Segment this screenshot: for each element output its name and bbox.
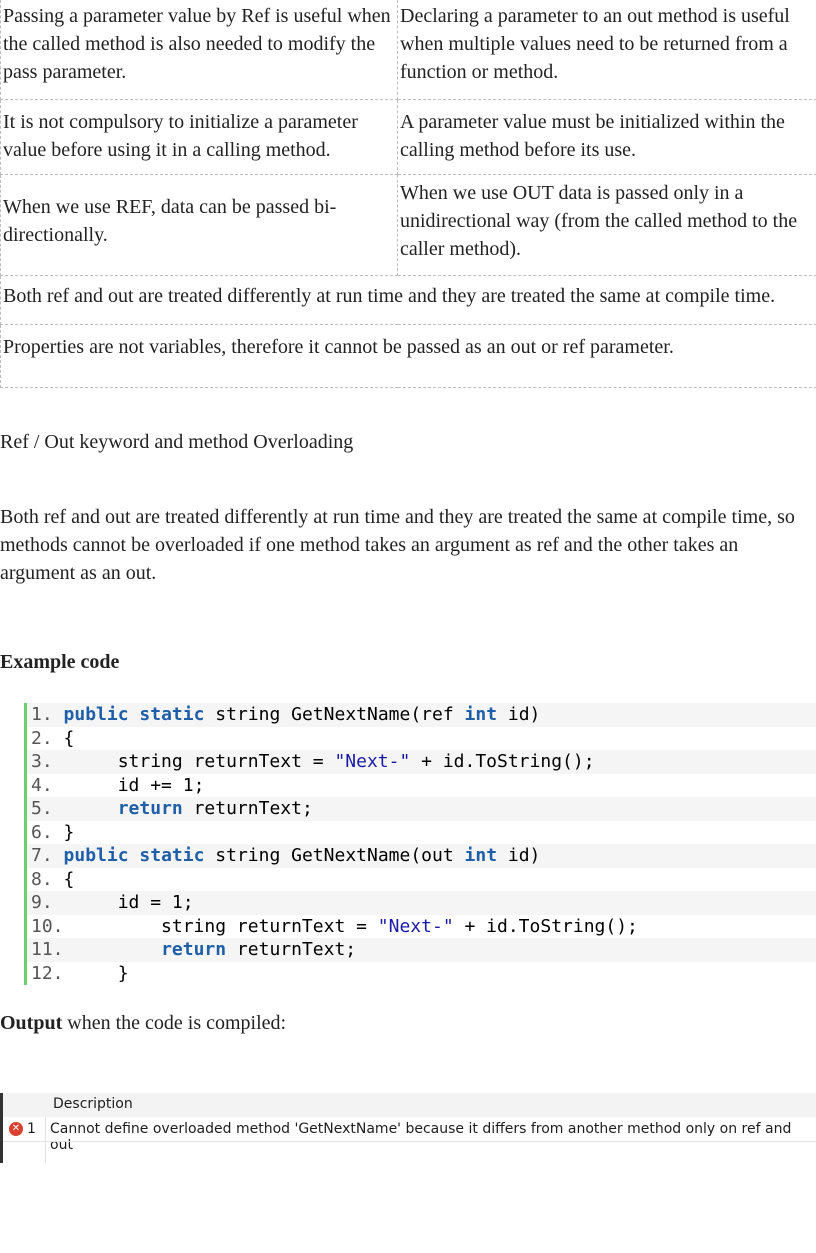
- line-number: 4.: [31, 774, 53, 796]
- line-number: 6.: [31, 821, 53, 843]
- row-divider: [3, 1141, 816, 1142]
- code-line: 3. string returnText = "Next-" + id.ToSt…: [27, 750, 816, 774]
- code-line: 9. id = 1;: [27, 891, 816, 915]
- code-line: 1. public static string GetNextName(ref …: [27, 703, 816, 727]
- line-number: 8.: [31, 868, 53, 890]
- panel-edge: [0, 1093, 3, 1163]
- error-number: 1: [27, 1121, 36, 1137]
- code-line: 5. return returnText;: [27, 797, 816, 821]
- code-line: 11. return returnText;: [27, 938, 816, 962]
- error-list-header[interactable]: Description: [3, 1093, 816, 1117]
- table-cell: It is not compulsory to initialize a par…: [0, 99, 398, 175]
- error-icon: ✕: [9, 1122, 23, 1136]
- code-line: 8. {: [31, 868, 75, 890]
- ref-out-comparison-table: Passing a parameter value by Ref is usef…: [0, 0, 816, 388]
- table-cell: Properties are not variables, therefore …: [0, 324, 816, 388]
- error-row[interactable]: ✕ 1 Cannot define overloaded method 'Get…: [3, 1119, 816, 1153]
- overloading-paragraph: Both ref and out are treated differently…: [0, 506, 795, 584]
- line-number: 7.: [31, 845, 53, 866]
- line-number: 10.: [31, 915, 64, 937]
- output-caption-text: when the code is compiled:: [62, 1012, 287, 1034]
- code-line: 2. {: [31, 727, 75, 749]
- table-cell: Declaring a parameter to an out method i…: [397, 0, 816, 100]
- table-cell: A parameter value must be initialized wi…: [397, 99, 816, 175]
- section-heading: Ref / Out keyword and method Overloading: [0, 431, 354, 453]
- line-number: 5.: [31, 798, 53, 819]
- line-number: 12.: [31, 962, 64, 984]
- code-line: 7. public static string GetNextName(out …: [27, 844, 816, 868]
- table-row: When we use REF, data can be passed bi-d…: [0, 174, 816, 276]
- line-number: 2.: [31, 727, 53, 749]
- example-code-title: Example code: [0, 651, 120, 673]
- table-row: Properties are not variables, therefore …: [0, 324, 816, 388]
- description-column-header[interactable]: Description: [53, 1096, 133, 1112]
- table-cell: When we use REF, data can be passed bi-d…: [0, 174, 398, 276]
- table-cell: When we use OUT data is passed only in a…: [397, 174, 816, 276]
- line-number: 1.: [31, 704, 53, 725]
- error-description: Cannot define overloaded method 'GetNext…: [50, 1121, 792, 1153]
- line-number: 11.: [31, 939, 64, 960]
- line-number: 9.: [31, 892, 53, 913]
- table-row: Passing a parameter value by Ref is usef…: [0, 0, 816, 100]
- table-cell: Both ref and out are treated differently…: [0, 275, 816, 325]
- code-block: 1. public static string GetNextName(ref …: [24, 703, 816, 985]
- code-line: 10. string returnText = "Next-" + id.ToS…: [31, 915, 638, 937]
- code-line: 6. }: [31, 821, 75, 843]
- column-divider: [45, 1117, 46, 1163]
- code-line: 4. id += 1;: [31, 774, 205, 796]
- table-row: It is not compulsory to initialize a par…: [0, 99, 816, 175]
- line-number: 3.: [31, 751, 53, 772]
- code-line: 12. }: [31, 962, 129, 984]
- output-caption: Output when the code is compiled:: [0, 1009, 286, 1037]
- table-cell: Passing a parameter value by Ref is usef…: [0, 0, 398, 100]
- output-label: Output: [0, 1012, 63, 1034]
- error-list-panel: Description ✕ 1 Cannot define overloaded…: [0, 1093, 816, 1163]
- table-row: Both ref and out are treated differently…: [0, 275, 816, 325]
